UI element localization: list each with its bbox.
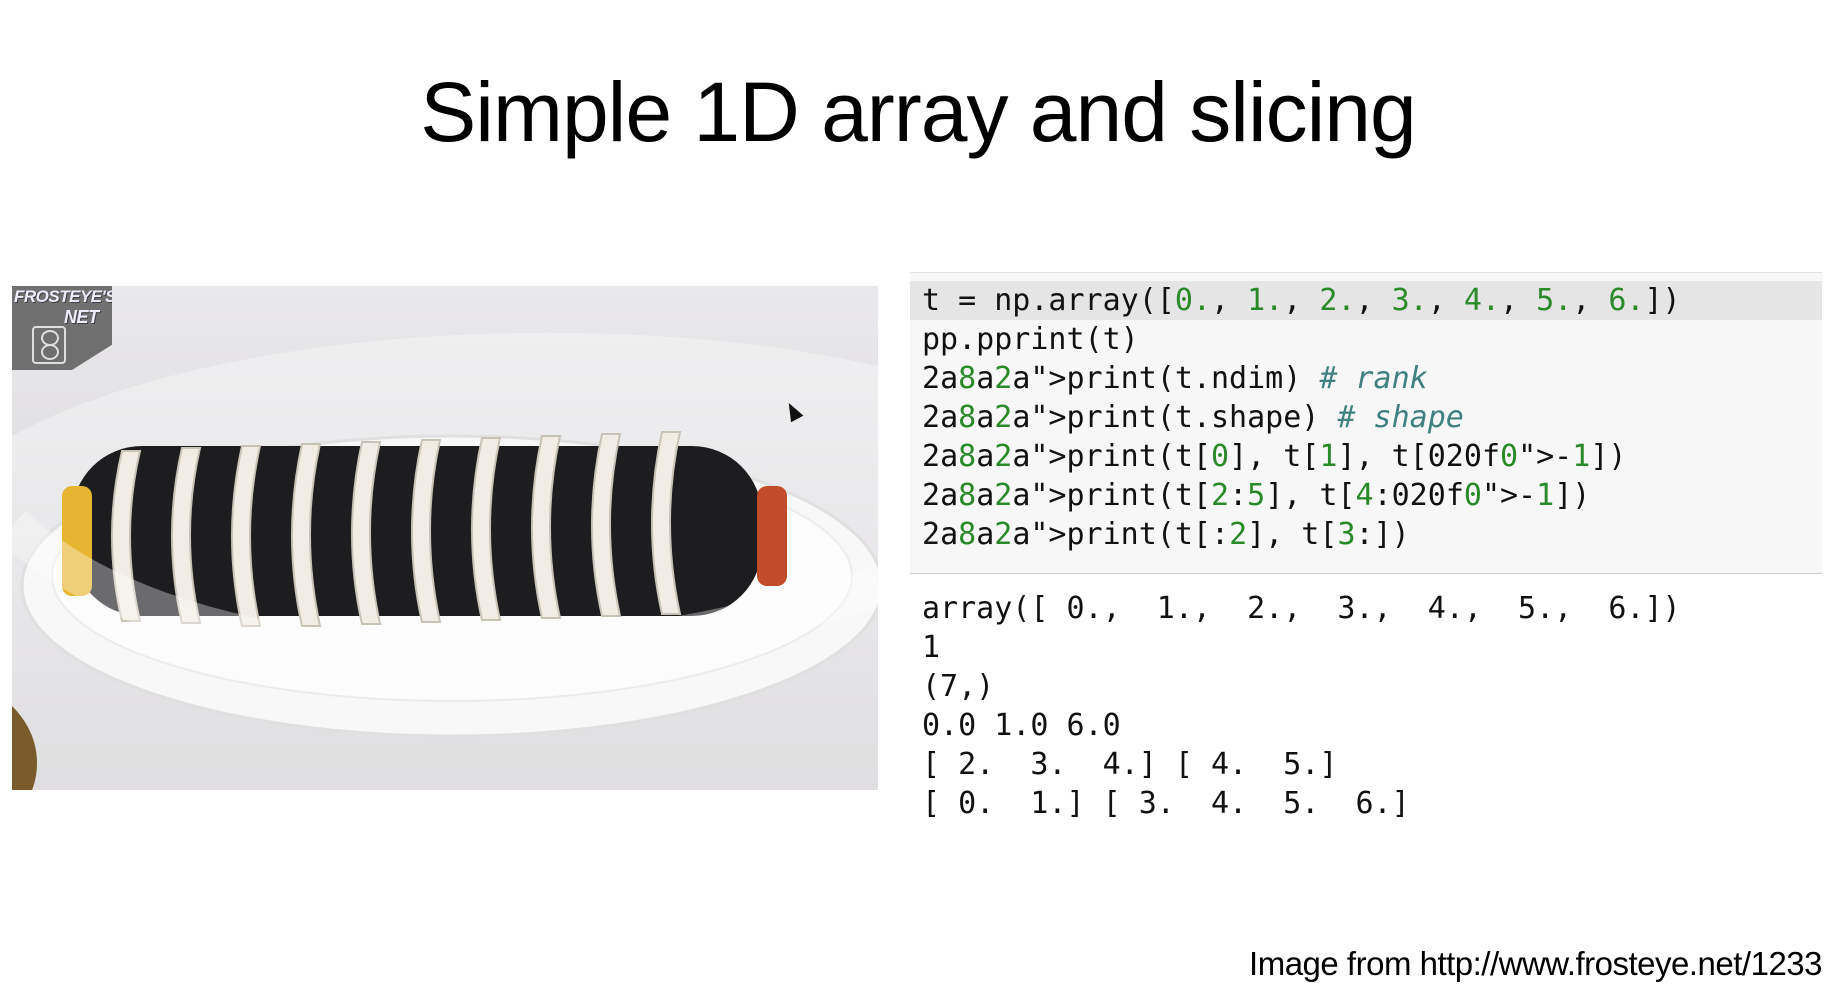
image-credit: Image from http://www.frosteye.net/1233 [1249, 945, 1822, 982]
camera-icon [32, 326, 66, 364]
watermark-text: FROSTEYE'S [14, 287, 117, 306]
code-line-4-text: 2a8a2a">print(t.shape) # shape [922, 400, 1464, 435]
kimbap-illustration [12, 332, 878, 790]
output-line-2: 1 [922, 630, 941, 665]
code-line-2[interactable]: pp.pprint(t) [922, 320, 1822, 359]
kimbap-photo: FROSTEYE'S NET [12, 286, 878, 790]
output-line-1: array([ 0., 1., 2., 3., 4., 5., 6.]) [922, 591, 1681, 626]
code-line-1-text: t = np.array([0., 1., 2., 3., 4., 5., 6.… [922, 283, 1681, 318]
code-line-5-text: 2a8a2a">print(t[0], t[1], t[020f0">-1]) [922, 439, 1627, 474]
output-line-4: 0.0 1.0 6.0 [922, 708, 1121, 743]
watermark-net: NET [64, 307, 99, 327]
output-line-3: (7,) [922, 669, 995, 704]
code-line-3[interactable]: 2a8a2a">print(t.ndim) # rank [922, 359, 1822, 398]
slide-title: Simple 1D array and slicing [420, 65, 1416, 159]
output-line-5: [ 2. 3. 4.] [ 4. 5.] [922, 747, 1338, 782]
code-line-3-text: 2a8a2a">print(t.ndim) # rank [922, 361, 1428, 396]
code-line-7[interactable]: 2a8a2a">print(t[:2], t[3:]) [922, 515, 1822, 554]
code-line-1[interactable]: t = np.array([0., 1., 2., 3., 4., 5., 6.… [910, 281, 1822, 320]
code-line-6-text: 2a8a2a">print(t[2:5], t[4:020f0">-1]) [922, 478, 1591, 513]
code-line-7-text: 2a8a2a">print(t[:2], t[3:]) [922, 517, 1410, 552]
code-line-5[interactable]: 2a8a2a">print(t[0], t[1], t[020f0">-1]) [922, 437, 1822, 476]
code-line-4[interactable]: 2a8a2a">print(t.shape) # shape [922, 398, 1822, 437]
code-line-2-text: pp.pprint(t) [922, 322, 1139, 357]
output-line-6: [ 0. 1.] [ 3. 4. 5. 6.] [922, 786, 1410, 821]
code-line-6[interactable]: 2a8a2a">print(t[2:5], t[4:020f0">-1]) [922, 476, 1822, 515]
code-cell[interactable]: t = np.array([0., 1., 2., 3., 4., 5., 6.… [910, 272, 1822, 574]
